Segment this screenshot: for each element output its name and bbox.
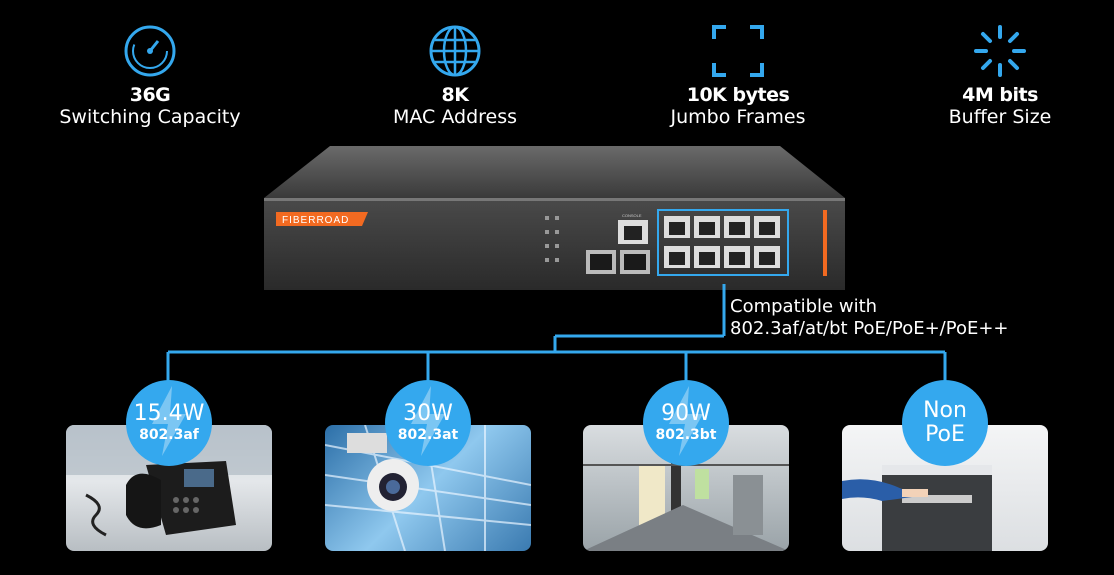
spec-value: 8K <box>441 84 469 106</box>
spec-switching-capacity: 36G Switching Capacity <box>50 22 250 128</box>
speedometer-icon <box>50 22 250 80</box>
spec-buffer-size: 4M bits Buffer Size <box>900 22 1100 128</box>
spec-label: Switching Capacity <box>59 106 241 128</box>
power-badge-30w: 30W 802.3at <box>385 380 471 466</box>
power-badge-90w: 90W 802.3bt <box>643 380 729 466</box>
brand-name: FIBERROAD <box>282 215 349 226</box>
lightning-bolt-icon <box>411 386 445 456</box>
frame-corners-icon <box>638 22 838 80</box>
spec-label: Jumbo Frames <box>670 106 806 128</box>
spec-value: 4M bits <box>962 84 1038 106</box>
console-label: CONSOLE <box>622 213 642 218</box>
brand-label-plate <box>276 212 368 226</box>
power-badge-15w: 15.4W 802.3af <box>126 380 212 466</box>
rj45-port-grid <box>664 216 780 268</box>
loading-spinner-icon <box>900 22 1100 80</box>
spec-value: 10K bytes <box>686 84 790 106</box>
globe-icon <box>355 22 555 80</box>
spec-label: Buffer Size <box>948 106 1052 128</box>
spec-jumbo-frames: 10K bytes Jumbo Frames <box>638 22 838 128</box>
power-badge-non-poe: Non PoE <box>902 380 988 466</box>
orange-accent-strip <box>823 210 827 276</box>
lightning-bolt-icon <box>152 386 186 456</box>
spec-mac-address: 8K MAC Address <box>355 22 555 128</box>
poe-compatibility-text: Compatible with 802.3af/at/bt PoE/PoE+/P… <box>730 296 1009 339</box>
spec-value: 36G <box>129 84 171 106</box>
poe-switch-image: FIBERROAD CONSOLE <box>264 146 845 290</box>
spec-label: MAC Address <box>392 106 518 128</box>
poe-ports-highlight <box>657 209 789 276</box>
digital-signage-image <box>583 425 789 551</box>
lightning-bolt-icon <box>669 386 703 456</box>
